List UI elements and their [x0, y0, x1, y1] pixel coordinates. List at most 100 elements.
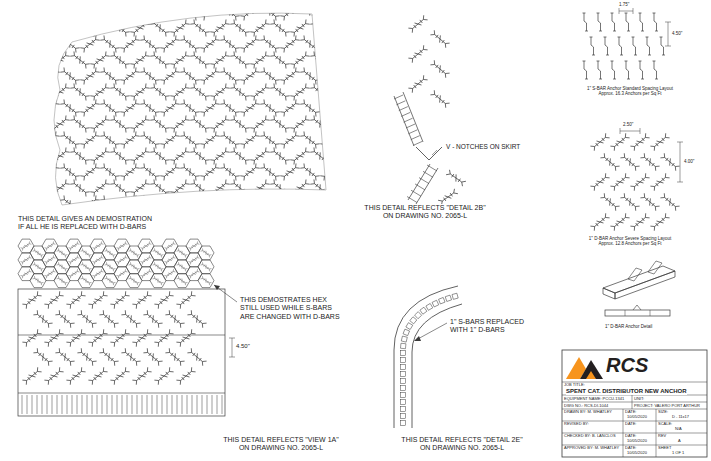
anchor-symbol [180, 67, 199, 84]
anchor-symbol [290, 83, 309, 100]
drawing-line [394, 96, 414, 146]
drawing-line [413, 141, 422, 145]
s-bar-cell [406, 323, 413, 330]
anchor-symbol [190, 115, 209, 132]
anchor-symbol [22, 291, 41, 308]
anchor-symbol [40, 3, 59, 20]
drawing-line [222, 395, 223, 414]
drawing-line [82, 395, 83, 414]
title-field: SCALE: [658, 422, 672, 427]
hex-cell [198, 274, 214, 288]
drawing-line [408, 164, 430, 200]
view-1a [18, 239, 237, 416]
drawing-line [157, 395, 158, 414]
anchor-symbol [117, 241, 128, 250]
hex-cell [114, 239, 130, 253]
anchor-symbol [200, 195, 219, 212]
anchor-symbol [630, 173, 649, 190]
dimension: 4.50" [672, 31, 682, 36]
anchor-symbol [40, 163, 59, 180]
title-field: DATE: [625, 422, 636, 427]
hex-cell [102, 260, 118, 274]
anchor-symbol [129, 276, 140, 285]
anchor-symbol [150, 51, 169, 68]
anchor-symbol [80, 3, 99, 20]
anchor-symbol [165, 310, 184, 327]
s-bar-cell [439, 297, 445, 303]
anchor-symbol [110, 115, 129, 132]
anchor-symbol [130, 179, 149, 196]
anchor-symbol [610, 213, 629, 230]
s-bar-cell [401, 365, 406, 370]
anchor-symbol [260, 3, 279, 20]
anchor-symbol [130, 115, 149, 132]
anchor-symbol [160, 195, 179, 212]
s-bar-symbol [660, 37, 666, 55]
anchor-symbol [140, 195, 159, 212]
anchor-symbol [650, 173, 669, 190]
hex-cell [186, 253, 202, 267]
anchor-symbol [160, 67, 179, 84]
detail-2e [394, 286, 462, 428]
title-field: PROJECT: VALERO PORT ARTHUR [634, 404, 700, 409]
s-bar-symbol [625, 61, 631, 79]
anchor-symbol [129, 248, 140, 257]
anchor-symbol [187, 310, 206, 327]
anchor-symbol [210, 51, 229, 68]
s-bar-symbol [611, 13, 617, 31]
drawing-line [562, 402, 707, 403]
anchor-symbol [77, 310, 96, 327]
drawing-line [419, 178, 429, 184]
anchor-symbol [70, 19, 89, 36]
anchor-symbol [110, 19, 129, 36]
drawing-line [656, 409, 657, 457]
drawing-line [619, 11, 633, 12]
anchor-symbol [320, 195, 339, 212]
anchor-symbol [220, 35, 239, 52]
drawing-line [665, 22, 671, 23]
anchor-symbol [170, 83, 189, 100]
title-field: APPROVED BY: M. WHATLEY [564, 446, 619, 451]
leader-arrow [214, 285, 220, 290]
anchor-symbol [55, 348, 74, 365]
anchor-symbol [190, 83, 209, 100]
drawing-line [112, 395, 113, 414]
drawing-line [404, 118, 413, 122]
hex-cell [174, 260, 190, 274]
anchor-symbol [80, 67, 99, 84]
drawing-line [52, 395, 53, 414]
s-bar-cell [452, 293, 458, 299]
hex-cell [138, 239, 154, 253]
s-bar-cell [420, 307, 427, 314]
anchor-symbol [320, 99, 339, 116]
anchor-symbol [260, 131, 279, 148]
anchor-symbol [250, 179, 269, 196]
s-bar-symbol [653, 13, 659, 31]
anchor-symbol [121, 310, 140, 327]
anchor-symbol [250, 115, 269, 132]
anchor-symbol [120, 131, 139, 148]
anchor-symbol [210, 19, 229, 36]
hex-cell [30, 274, 46, 288]
title-block [562, 350, 707, 457]
anchor-symbol [210, 179, 229, 196]
anchor-symbol [81, 262, 92, 271]
anchor-symbol [150, 115, 169, 132]
anchor-symbol [40, 131, 59, 148]
drawing-line [77, 395, 78, 414]
anchor-symbol [80, 131, 99, 148]
drawing-line [232, 338, 233, 357]
leader-arrow [414, 336, 421, 341]
anchor-symbol [141, 255, 152, 264]
s-bar-cell [400, 343, 405, 348]
drawing-line [122, 395, 123, 414]
anchor-symbol [220, 67, 239, 84]
anchor-symbol [140, 3, 159, 20]
drawing-line [620, 131, 640, 132]
s-bar-cell [401, 400, 406, 405]
anchor-symbol [170, 179, 189, 196]
anchor-symbol [150, 179, 169, 196]
anchor-symbol [408, 75, 427, 92]
anchor-symbol [610, 133, 629, 150]
